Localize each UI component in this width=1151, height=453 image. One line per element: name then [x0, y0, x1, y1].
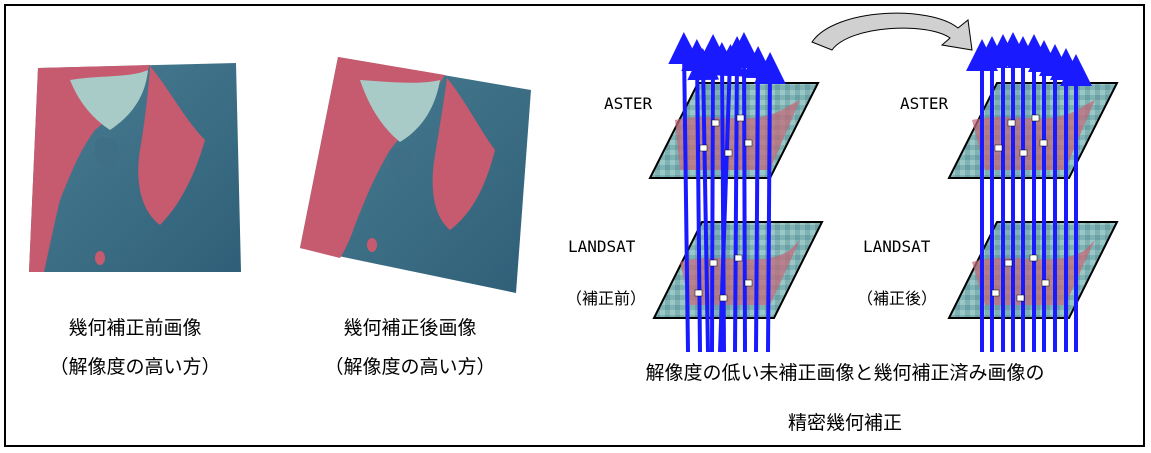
right-layer-stack — [947, 32, 1119, 352]
right-landsat-label: LANDSAT — [863, 237, 931, 256]
right-after-label: （補正後） — [857, 289, 938, 308]
diagram-caption: 解像度の低い未補正画像と幾何補正済み画像の — [575, 358, 1115, 385]
satellite-image-before — [29, 63, 241, 272]
left-before-label: （補正前） — [566, 289, 647, 308]
left-layer-stack — [648, 32, 824, 353]
figure-frame — [4, 4, 1145, 447]
satellite-image-after — [300, 57, 531, 293]
before-image-caption: 幾何補正前画像 — [68, 317, 202, 339]
after-image-subcaption: （解像度の高い方） — [324, 356, 496, 378]
curved-arrow-icon — [811, 12, 973, 51]
left-landsat-label: LANDSAT — [568, 237, 636, 256]
left-aster-label: ASTER — [604, 94, 653, 113]
before-image-subcaption: （解像度の高い方） — [49, 356, 221, 378]
after-image-caption: 幾何補正後画像 — [343, 317, 477, 339]
diagram-subcaption: 精密幾何補正 — [787, 412, 902, 434]
right-aster-label: ASTER — [900, 94, 949, 113]
